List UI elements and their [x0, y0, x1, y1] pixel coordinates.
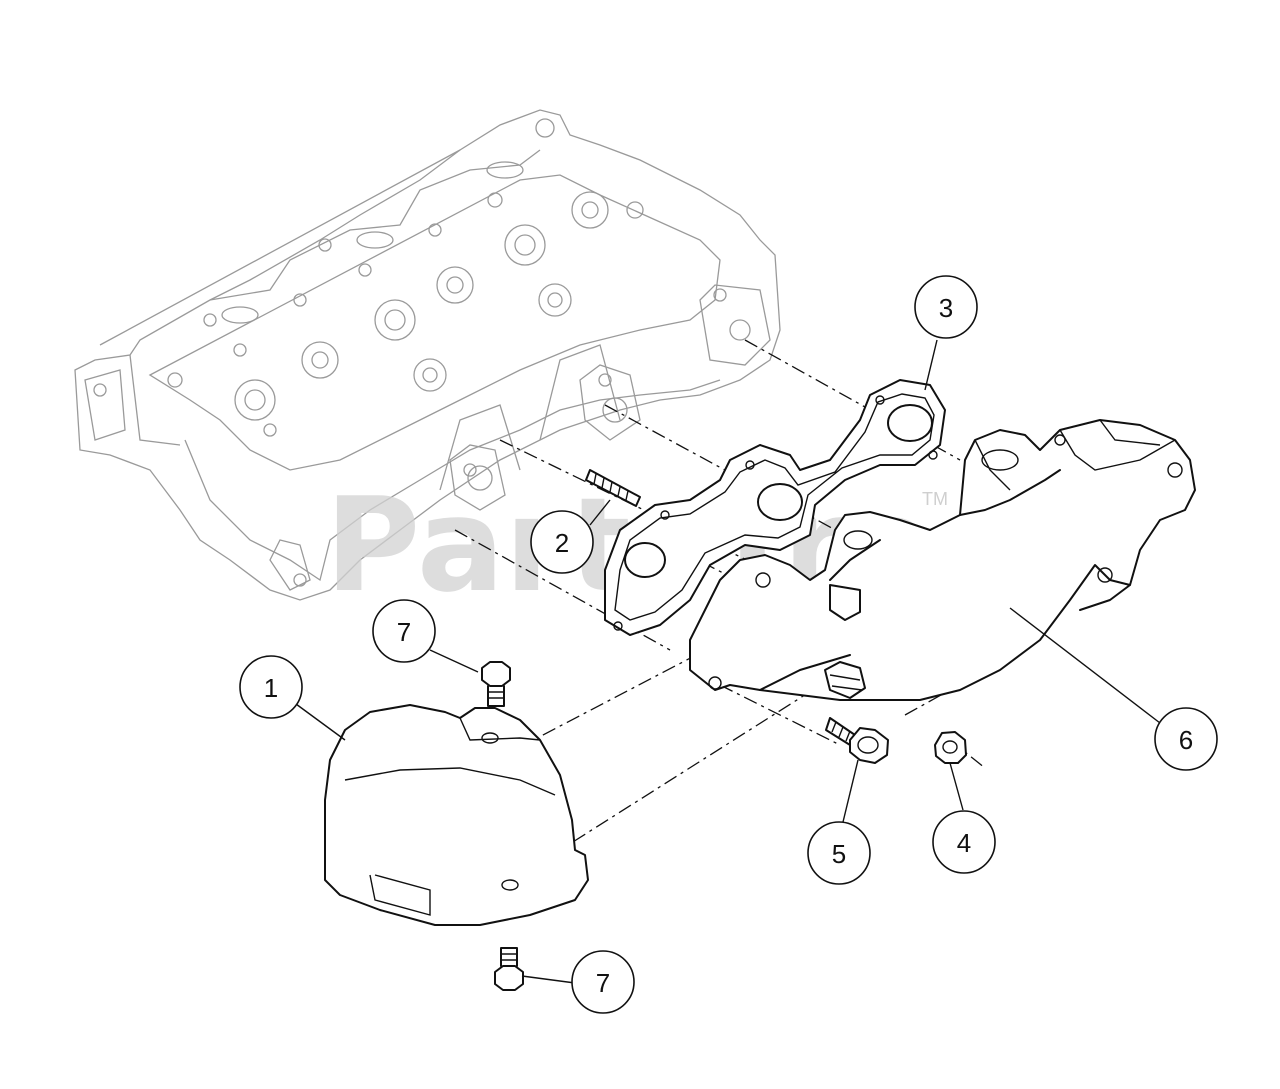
callout-label-3: 3 [939, 293, 953, 323]
screw-lower [494, 947, 524, 991]
flange-nut [934, 731, 967, 764]
callout-1: 1 [239, 655, 303, 719]
callout-2: 2 [530, 510, 594, 574]
callout-label-1: 1 [264, 673, 278, 703]
cylinder-head [74, 109, 781, 601]
flange-bolt [825, 717, 889, 764]
callout-7-lower: 7 [571, 950, 635, 1014]
exhaust-stud [585, 469, 641, 507]
screw-upper [481, 661, 511, 707]
heat-shield-cover [324, 704, 589, 926]
callout-label-6: 6 [1179, 725, 1193, 755]
callout-label-2: 2 [555, 528, 569, 558]
exhaust-gasket [604, 379, 946, 636]
callout-label-7-lower: 7 [596, 968, 610, 998]
callout-5: 5 [807, 821, 871, 885]
callout-label-4: 4 [957, 828, 971, 858]
callout-3: 3 [914, 275, 978, 339]
callout-label-5: 5 [832, 839, 846, 869]
callout-label-7-upper: 7 [397, 617, 411, 647]
callout-4: 4 [932, 810, 996, 874]
leader-lines [295, 339, 1161, 984]
exhaust-manifold [689, 419, 1196, 701]
callout-6: 6 [1154, 707, 1218, 771]
callout-7-upper: 7 [372, 599, 436, 663]
watermark-trademark: TM [922, 489, 948, 509]
